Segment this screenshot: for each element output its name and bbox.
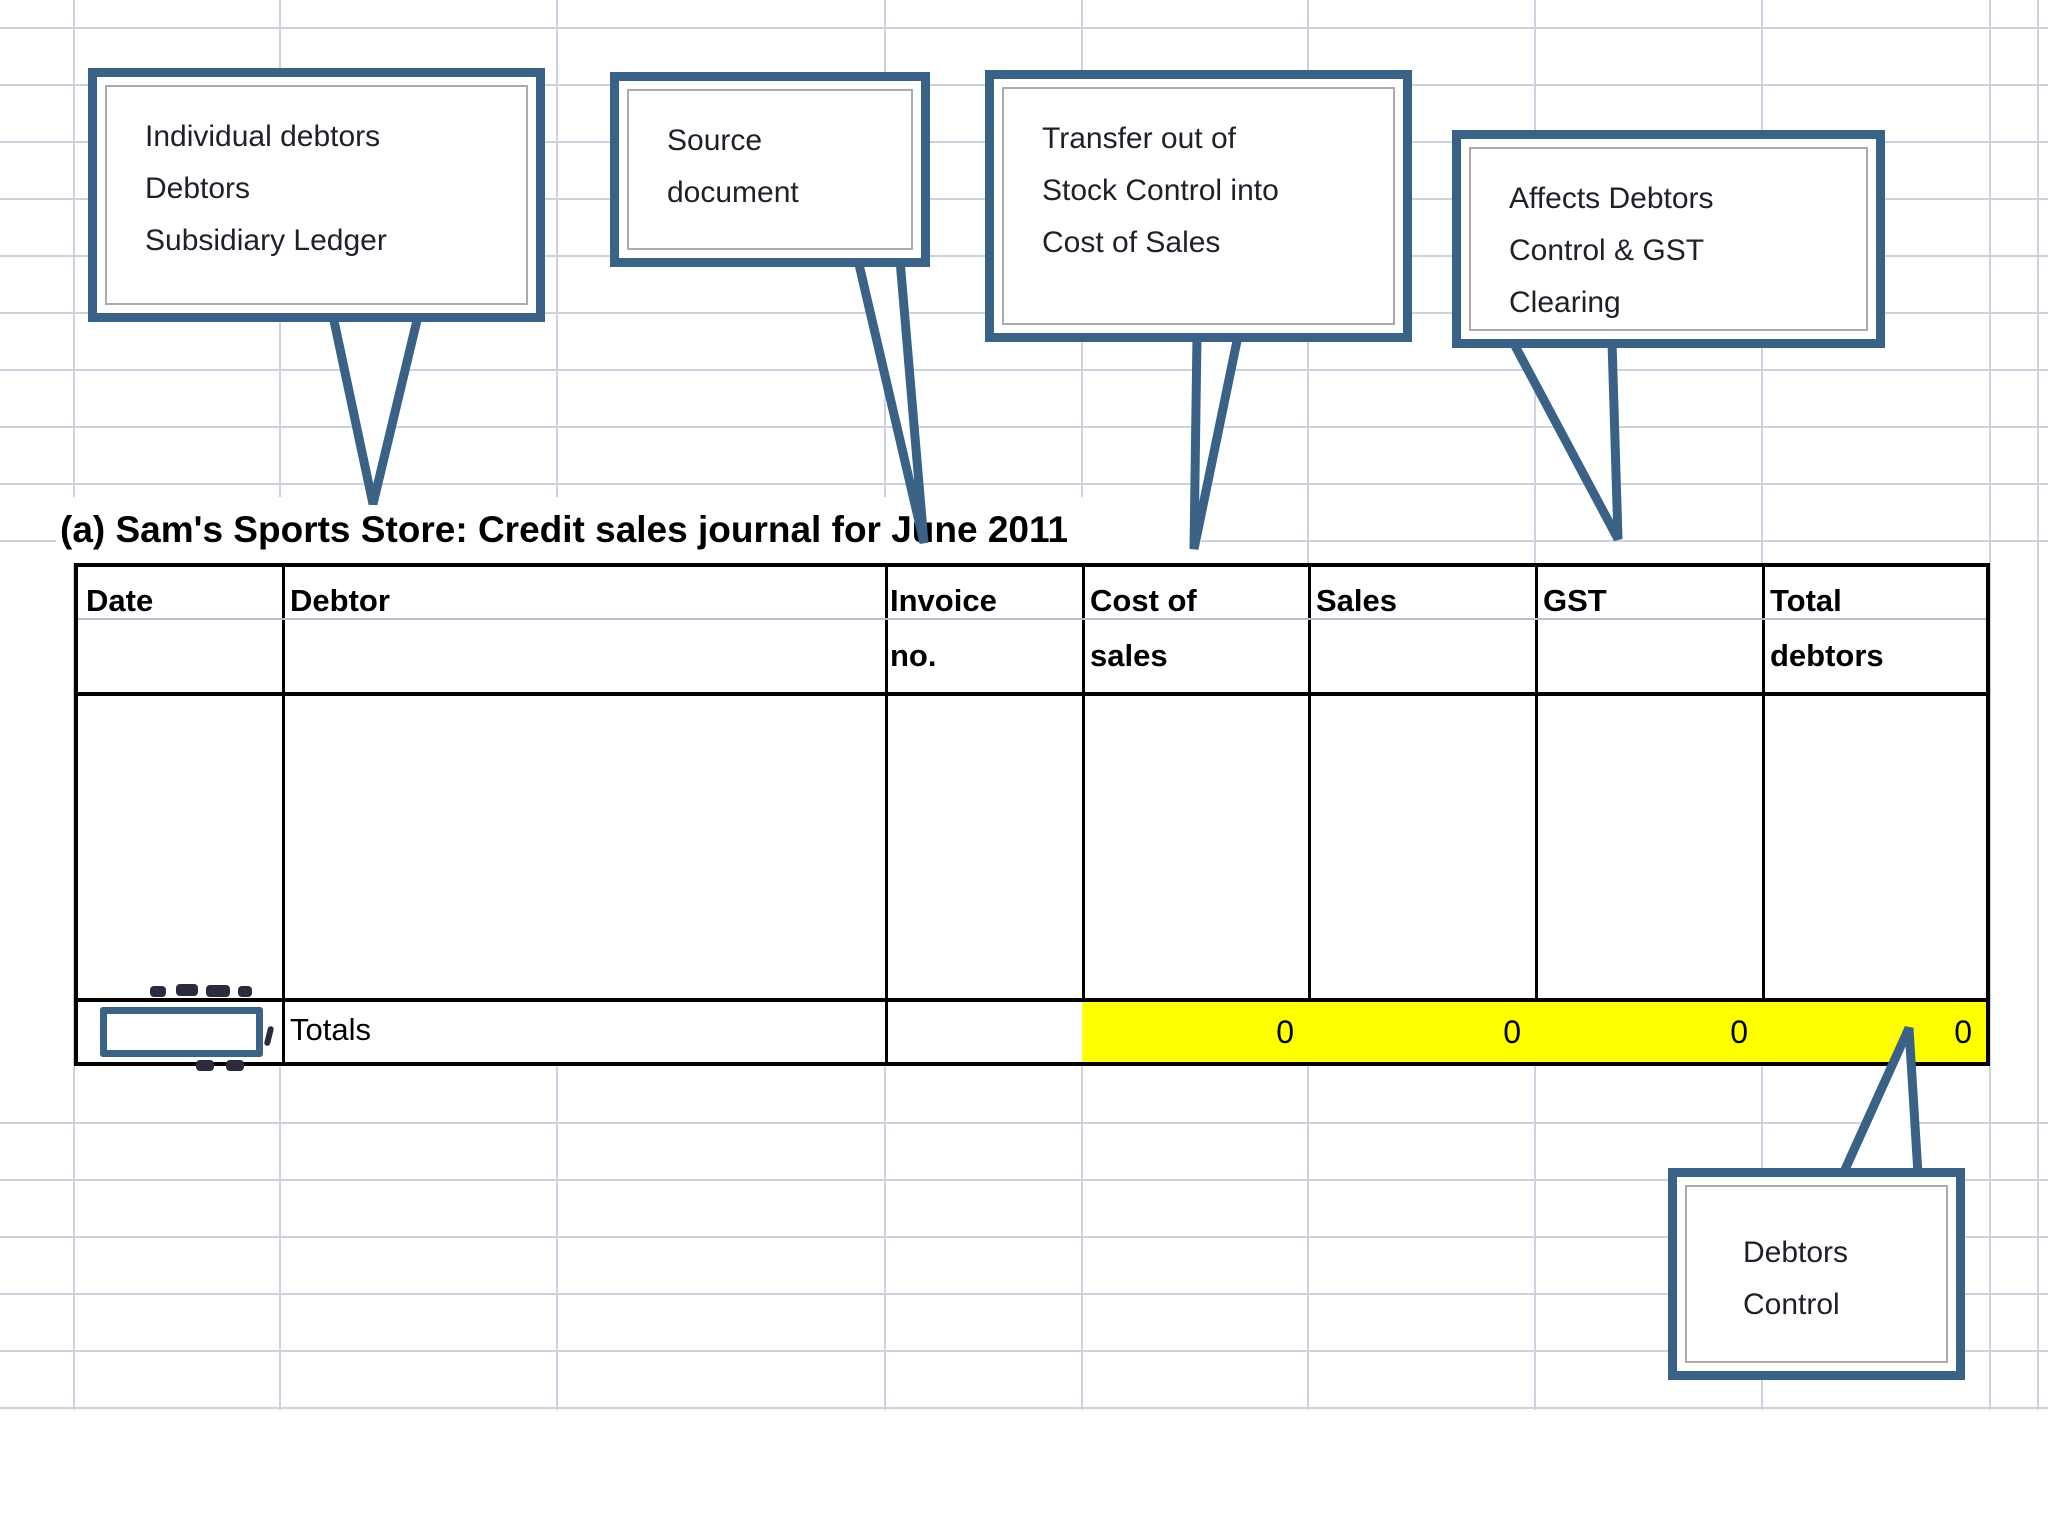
callout-text: Source document xyxy=(667,124,799,209)
column-divider xyxy=(282,567,285,1062)
header-label: Debtor xyxy=(290,583,390,618)
column-divider xyxy=(1082,567,1085,1062)
obscured-text-fragment xyxy=(226,1060,244,1071)
callout-text: Transfer out of Stock Control into Cost … xyxy=(1042,122,1279,259)
header-label: Date xyxy=(86,583,154,618)
callout-affects-debtors[interactable]: Affects Debtors Control & GST Clearing xyxy=(1452,130,1885,348)
column-divider xyxy=(1762,567,1765,1062)
totals-highlight-band xyxy=(1082,1002,1986,1062)
totals-label: Totals xyxy=(290,1012,371,1047)
journal-title: (a) Sam's Sports Store: Credit sales jou… xyxy=(60,509,1069,550)
header-cell-debtor[interactable]: Debtor xyxy=(290,573,850,628)
totals-cost-of-sales-cell[interactable]: 0 xyxy=(1276,1014,1294,1050)
callout-source-document[interactable]: Source document xyxy=(610,72,930,267)
header-row-gridline xyxy=(78,618,1986,620)
journal-title-cell[interactable]: (a) Sam's Sports Store: Credit sales jou… xyxy=(56,497,1201,563)
header-label: Invoice no. xyxy=(890,583,997,673)
header-label: Sales xyxy=(1316,583,1398,618)
header-label: Total debtors xyxy=(1770,583,1884,673)
callout-transfer-stock[interactable]: Transfer out of Stock Control into Cost … xyxy=(985,70,1412,342)
callout-inner-frame: Transfer out of Stock Control into Cost … xyxy=(1002,87,1395,325)
pointer-source-document[interactable] xyxy=(852,255,929,545)
callout-inner-frame: Individual debtors Debtors Subsidiary Le… xyxy=(105,85,528,305)
callout-inner-frame: Affects Debtors Control & GST Clearing xyxy=(1469,147,1868,331)
obscured-text-fragment xyxy=(150,986,166,997)
obscured-text-fragment xyxy=(176,984,198,996)
callout-text: Debtors Control xyxy=(1743,1236,1849,1321)
pointer-debtors-control[interactable] xyxy=(1836,1026,1923,1179)
header-cell-date[interactable]: Date xyxy=(86,573,276,628)
header-cell-cost-of-sales[interactable]: Cost of sales xyxy=(1090,573,1300,683)
header-label: Cost of sales xyxy=(1090,583,1197,673)
callout-debtors-control[interactable]: Debtors Control xyxy=(1668,1168,1965,1380)
totals-sales-cell[interactable]: 0 xyxy=(1503,1014,1521,1050)
header-cell-gst[interactable]: GST xyxy=(1543,573,1753,628)
callout-text: Individual debtors Debtors Subsidiary Le… xyxy=(145,120,387,257)
column-divider xyxy=(885,567,888,1062)
column-divider xyxy=(1535,567,1538,1062)
totals-total-debtors-cell[interactable]: 0 xyxy=(1954,1014,1972,1050)
obscured-text-fragment xyxy=(238,986,252,997)
callout-text: Affects Debtors Control & GST Clearing xyxy=(1509,182,1714,319)
callout-inner-frame: Source document xyxy=(627,89,913,250)
pointer-individual-debtors[interactable] xyxy=(327,311,424,506)
header-cell-invoice-no[interactable]: Invoice no. xyxy=(890,573,1070,683)
header-label: GST xyxy=(1543,583,1607,618)
callout-inner-frame: Debtors Control xyxy=(1685,1185,1948,1363)
obscured-text-fragment xyxy=(206,985,230,997)
column-divider xyxy=(1308,567,1311,1062)
redaction-box[interactable] xyxy=(100,1007,263,1057)
credit-sales-journal-table: Date Debtor Invoice no. Cost of sales Sa… xyxy=(74,563,1990,1066)
obscured-text-fragment xyxy=(196,1060,214,1071)
header-cell-total-debtors[interactable]: Total debtors xyxy=(1770,573,1980,683)
callout-individual-debtors[interactable]: Individual debtors Debtors Subsidiary Le… xyxy=(88,68,545,322)
header-bottom-border xyxy=(78,692,1986,696)
totals-top-border xyxy=(78,998,1986,1002)
totals-label-cell[interactable]: Totals xyxy=(290,999,690,1061)
pointer-transfer-stock[interactable] xyxy=(1189,331,1244,550)
pointer-affects-debtors[interactable] xyxy=(1505,337,1623,542)
totals-gst-cell[interactable]: 0 xyxy=(1730,1014,1748,1050)
header-cell-sales[interactable]: Sales xyxy=(1316,573,1526,628)
